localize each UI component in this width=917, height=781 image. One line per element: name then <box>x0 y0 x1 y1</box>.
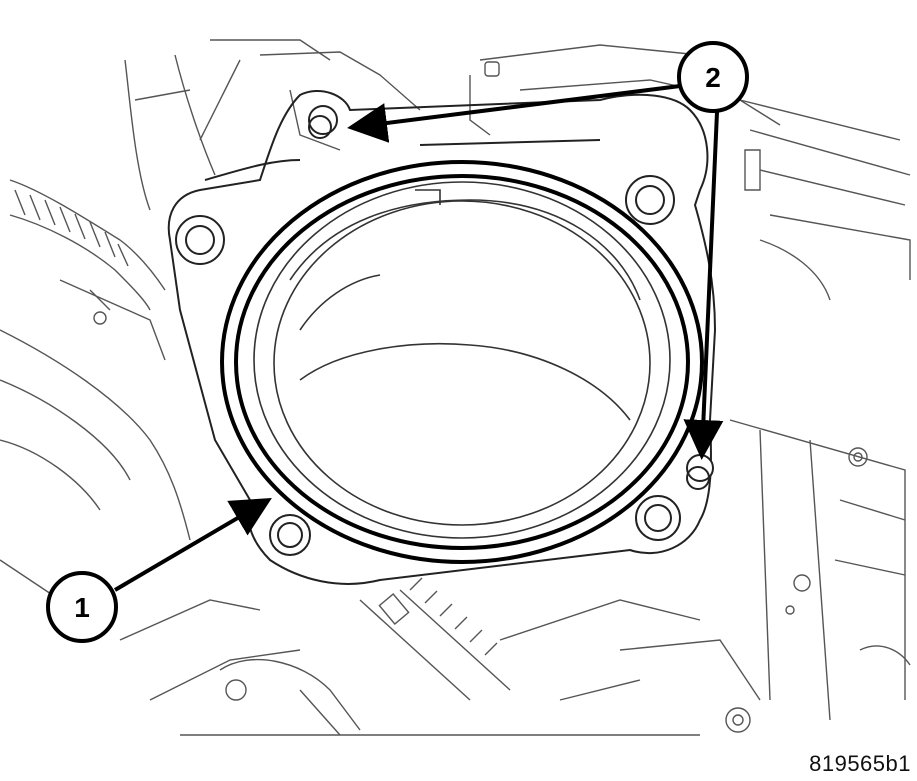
callout-2-leader-a <box>347 83 689 143</box>
gasket-seal <box>220 160 704 564</box>
callout-1-leader <box>113 497 272 592</box>
callout-1: 1 <box>46 571 118 643</box>
callout-arrows <box>113 83 724 592</box>
engine-background-lines <box>0 39 911 736</box>
throttle-bore <box>253 181 671 539</box>
callout-2: 2 <box>677 41 749 113</box>
callout-2-label: 2 <box>705 62 721 93</box>
callout-2-leader-b <box>683 111 724 460</box>
callout-1-label: 1 <box>74 592 90 623</box>
figure-id: 819565b1 <box>809 751 911 776</box>
